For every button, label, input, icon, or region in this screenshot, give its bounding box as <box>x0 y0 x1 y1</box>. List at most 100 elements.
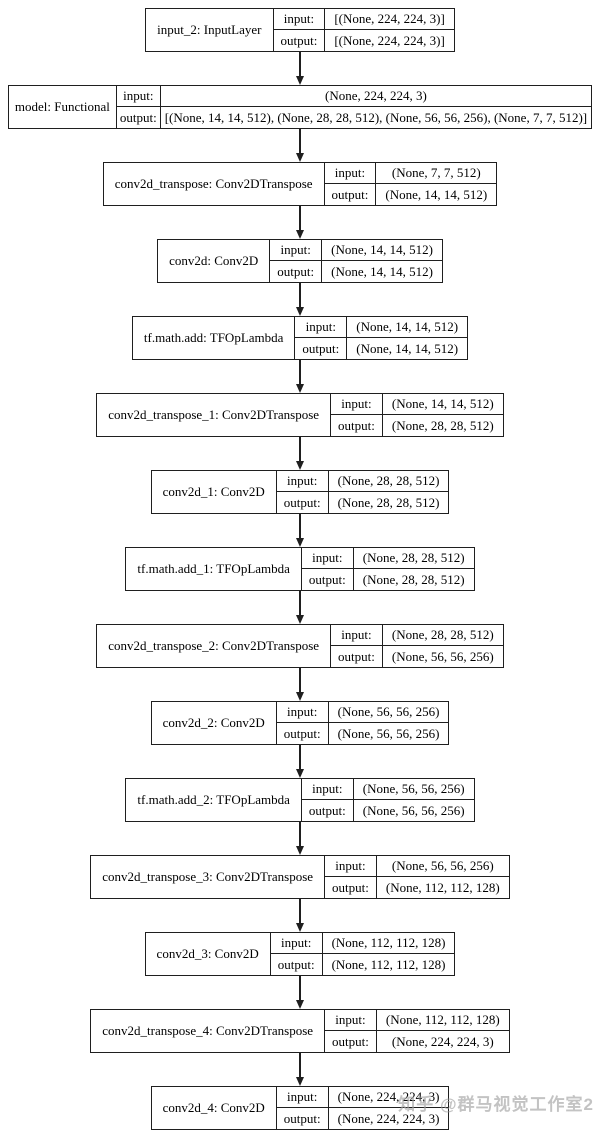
layer-node-conv2d-1: conv2d_1: Conv2D input: (None, 28, 28, 5… <box>150 470 450 514</box>
output-shape: (None, 112, 112, 128) <box>375 877 509 898</box>
input-shape: [(None, 224, 224, 3)] <box>324 9 454 30</box>
input-shape: (None, 224, 224, 3) <box>327 1087 449 1108</box>
arrow-head-icon <box>296 846 304 855</box>
output-label: output: <box>283 494 321 510</box>
layer-io-table: input: [(None, 224, 224, 3)] output: [(N… <box>273 9 454 51</box>
output-shape: (None, 28, 28, 512) <box>327 492 449 513</box>
arrow-head-icon <box>296 384 304 393</box>
output-label: output: <box>331 186 369 202</box>
input-shape: (None, 14, 14, 512) <box>381 394 503 415</box>
arrow-head-icon <box>296 461 304 470</box>
arrow-head-icon <box>296 615 304 624</box>
arrow-line <box>299 360 301 384</box>
output-shape: (None, 224, 224, 3) <box>327 1108 449 1129</box>
layer-node-model-functional: model: Functional input: (None, 224, 224… <box>7 85 593 129</box>
input-label: input: <box>324 163 376 184</box>
layer-node-input-2: input_2: InputLayer input: [(None, 224, … <box>145 8 455 52</box>
output-shape: (None, 28, 28, 512) <box>352 569 474 590</box>
layer-name: tf.math.add_2: TFOpLambda <box>126 779 302 821</box>
layer-name: conv2d_3: Conv2D <box>146 933 271 975</box>
layer-io-table: input: (None, 28, 28, 512) output: (None… <box>331 625 503 667</box>
output-shape: (None, 14, 14, 512) <box>346 338 467 359</box>
input-label: input: <box>276 1087 328 1108</box>
output-label: output: <box>308 802 346 818</box>
arrow-line <box>299 822 301 846</box>
arrow-head-icon <box>296 1077 304 1086</box>
input-shape: (None, 56, 56, 256) <box>352 779 474 800</box>
input-label: input: <box>325 1010 376 1031</box>
flow-arrow <box>296 129 304 162</box>
layer-node-conv2d-transpose: conv2d_transpose: Conv2DTranspose input:… <box>102 162 498 206</box>
layer-name: conv2d_transpose_3: Conv2DTranspose <box>91 856 326 898</box>
arrow-head-icon <box>296 923 304 932</box>
arrow-head-icon <box>296 230 304 239</box>
layer-name: tf.math.add: TFOpLambda <box>133 317 296 359</box>
output-label: output: <box>332 879 369 895</box>
layer-name: input_2: InputLayer <box>146 9 274 51</box>
output-label: output: <box>280 32 318 48</box>
layer-name: conv2d_2: Conv2D <box>152 702 277 744</box>
layer-node-conv2d-2: conv2d_2: Conv2D input: (None, 56, 56, 2… <box>150 701 450 745</box>
output-shape: (None, 112, 112, 128) <box>321 954 455 975</box>
layer-io-table: input: (None, 14, 14, 512) output: (None… <box>331 394 503 436</box>
output-label: output: <box>277 956 315 972</box>
layer-io-table: input: (None, 14, 14, 512) output: (None… <box>270 240 442 282</box>
arrow-head-icon <box>296 1000 304 1009</box>
layer-node-conv2d-transpose-1: conv2d_transpose_1: Conv2DTranspose inpu… <box>96 393 504 437</box>
arrow-line <box>299 283 301 307</box>
output-label: output: <box>338 648 375 664</box>
layer-name: conv2d_4: Conv2D <box>152 1087 277 1129</box>
input-label: input: <box>276 702 328 723</box>
layer-io-table: input: (None, 56, 56, 256) output: (None… <box>325 856 509 898</box>
output-shape: (None, 28, 28, 512) <box>381 415 503 436</box>
layer-name: conv2d_1: Conv2D <box>152 471 277 513</box>
flow-arrow <box>296 514 304 547</box>
arrow-line <box>299 52 301 76</box>
layer-node-tf-math-add-1: tf.math.add_1: TFOpLambda input: (None, … <box>125 547 475 591</box>
flow-arrow <box>296 360 304 393</box>
input-label: input: <box>273 9 325 30</box>
arrow-head-icon <box>296 153 304 162</box>
arrow-line <box>299 1053 301 1077</box>
arrow-line <box>299 745 301 769</box>
input-shape: (None, 7, 7, 512) <box>375 163 497 184</box>
output-label: output: <box>277 263 315 279</box>
layer-io-table: input: (None, 224, 224, 3) output: (None… <box>276 1087 449 1129</box>
arrow-line <box>299 206 301 230</box>
layer-name: conv2d_transpose_1: Conv2DTranspose <box>97 394 332 436</box>
output-shape: (None, 14, 14, 512) <box>321 261 442 282</box>
flow-arrow <box>296 899 304 932</box>
input-shape: (None, 112, 112, 128) <box>375 1010 509 1031</box>
input-shape: (None, 14, 14, 512) <box>321 240 442 261</box>
input-label: input: <box>301 779 353 800</box>
input-label: input: <box>325 856 376 877</box>
flow-arrow <box>296 283 304 316</box>
layer-node-conv2d-transpose-3: conv2d_transpose_3: Conv2DTranspose inpu… <box>90 855 510 899</box>
layer-io-table: input: (None, 56, 56, 256) output: (None… <box>276 702 449 744</box>
layer-io-table: input: (None, 112, 112, 128) output: (No… <box>270 933 455 975</box>
output-label: output: <box>283 1110 321 1126</box>
input-shape: (None, 28, 28, 512) <box>381 625 503 646</box>
flow-arrow <box>296 591 304 624</box>
layer-node-tf-math-add-2: tf.math.add_2: TFOpLambda input: (None, … <box>125 778 475 822</box>
input-label: input: <box>270 933 322 954</box>
output-shape: (None, 56, 56, 256) <box>327 723 449 744</box>
layer-node-conv2d-3: conv2d_3: Conv2D input: (None, 112, 112,… <box>144 932 456 976</box>
arrow-head-icon <box>296 538 304 547</box>
output-shape: [(None, 224, 224, 3)] <box>324 30 453 51</box>
input-label: input: <box>331 625 382 646</box>
input-shape: (None, 14, 14, 512) <box>346 317 468 338</box>
output-label: output: <box>308 571 346 587</box>
layer-node-conv2d-transpose-4: conv2d_transpose_4: Conv2DTranspose inpu… <box>90 1009 510 1053</box>
arrow-line <box>299 899 301 923</box>
input-label: input: <box>270 240 322 261</box>
input-shape: (None, 56, 56, 256) <box>327 702 449 723</box>
output-shape: (None, 56, 56, 256) <box>381 646 503 667</box>
flow-arrow <box>296 1053 304 1086</box>
arrow-line <box>299 129 301 153</box>
layer-node-conv2d-transpose-2: conv2d_transpose_2: Conv2DTranspose inpu… <box>96 624 504 668</box>
output-label: output: <box>302 340 340 356</box>
layer-name: conv2d_transpose: Conv2DTranspose <box>104 163 325 205</box>
layer-io-table: input: (None, 28, 28, 512) output: (None… <box>276 471 449 513</box>
